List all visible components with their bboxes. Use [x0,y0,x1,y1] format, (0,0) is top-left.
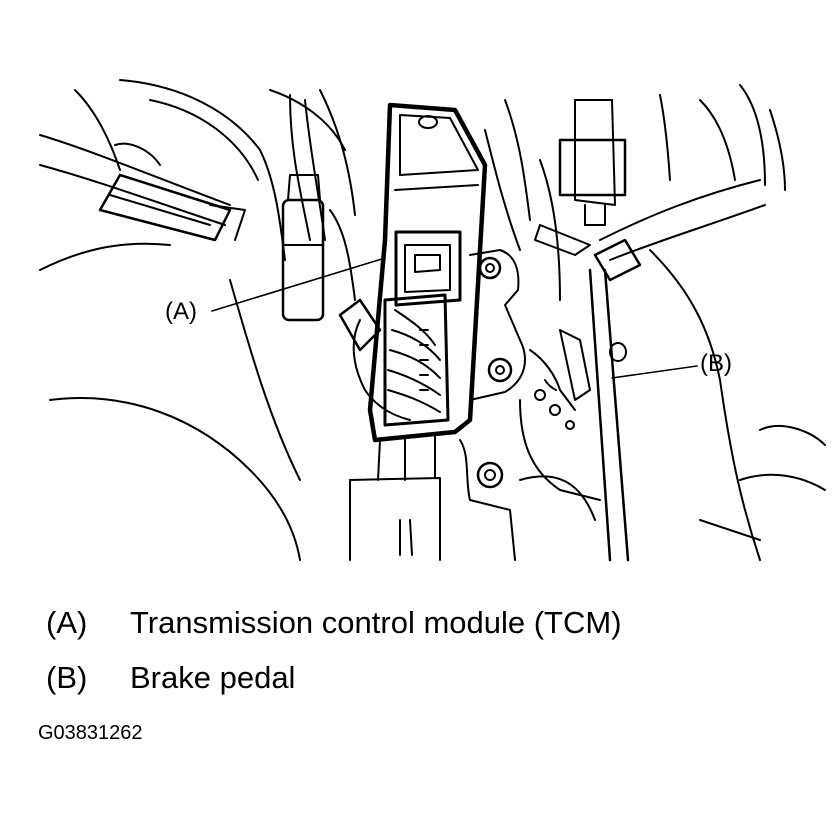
leader-line-b [611,365,698,379]
right-wiring-harness [593,84,786,282]
tcm-module [367,102,488,443]
leader-line-a [211,257,386,312]
line-drawing-illustration [39,79,826,562]
legend-text: Brake pedal [130,660,296,695]
right-pedal-area [484,99,596,521]
legend-key: (B) [46,660,88,695]
steering-column [349,435,441,561]
legend-entry-a: (A) Transmission control module (TCM) [46,607,622,638]
left-wiring-harness [39,89,246,271]
legend-entry-b: (B) Brake pedal [46,662,295,693]
callout-label-a: (A) [165,298,197,325]
left-floor-curve [49,279,301,561]
brake-pedal-arm [534,99,630,562]
legend-text: Transmission control module (TCM) [130,605,622,640]
mounting-bracket [459,249,601,561]
legend-key: (A) [46,605,88,640]
right-panel [649,249,826,561]
upper-duct-lines [119,79,356,261]
tcm-connector-wires [338,293,450,427]
leader-lines [211,257,698,379]
callout-label-b: (B) [700,350,732,377]
left-connector [281,174,356,322]
figure-code: G03831262 [38,722,143,744]
